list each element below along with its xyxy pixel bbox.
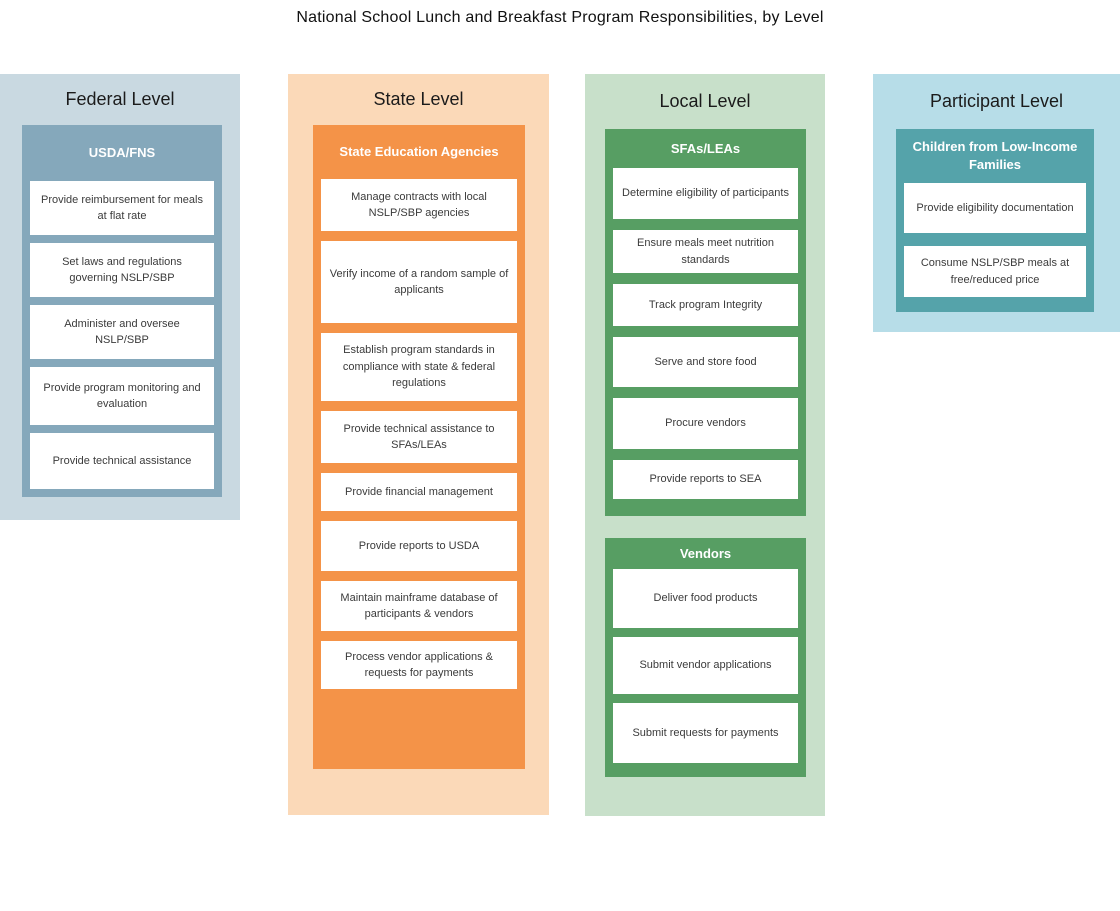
responsibility-item: Track program Integrity — [613, 284, 798, 326]
responsibility-item: Provide technical assistance — [30, 433, 214, 489]
responsibility-item: Ensure meals meet nutrition standards — [613, 230, 798, 273]
panel-title: Local Level — [659, 91, 751, 111]
group-header: State Education Agencies — [339, 144, 499, 160]
responsibility-item: Submit requests for payments — [613, 703, 798, 763]
panel-title: Participant Level — [929, 91, 1064, 111]
responsibility-item: Provide program monitoring and evaluatio… — [30, 367, 214, 425]
responsibility-item: Maintain mainframe database of participa… — [321, 581, 517, 631]
panel-title: State Level — [373, 89, 464, 109]
group-header: SFAs/LEAs — [670, 140, 741, 156]
group-header: Vendors — [679, 545, 732, 561]
responsibility-item: Serve and store food — [613, 337, 798, 387]
responsibility-item: Determine eligibility of participants — [613, 168, 798, 219]
panel-title: Federal Level — [65, 89, 175, 109]
diagram-title: National School Lunch and Breakfast Prog… — [296, 9, 824, 26]
group-header: Children from Low-Income Families — [912, 139, 1078, 172]
responsibility-item: Deliver food products — [613, 569, 798, 628]
responsibility-item: Provide reports to SEA — [613, 460, 798, 499]
group-usda-fns: USDA/FNS Provide reimbursement for meals … — [22, 125, 222, 497]
responsibility-item: Administer and oversee NSLP/SBP — [30, 305, 214, 359]
responsibility-item: Provide reimbursement for meals at flat … — [30, 181, 214, 235]
responsibility-item: Provide financial management — [321, 473, 517, 511]
responsibility-item: Submit vendor applications — [613, 637, 798, 694]
responsibility-item: Establish program standards in complianc… — [321, 333, 517, 401]
responsibility-item: Consume NSLP/SBP meals at free/reduced p… — [904, 246, 1086, 297]
responsibility-item: Process vendor applications & requests f… — [321, 641, 517, 689]
responsibility-item: Manage contracts with local NSLP/SBP age… — [321, 179, 517, 231]
group-header: USDA/FNS — [88, 145, 156, 161]
responsibility-item: Verify income of a random sample of appl… — [321, 241, 517, 323]
responsibility-item: Provide technical assistance to SFAs/LEA… — [321, 411, 517, 463]
responsibility-item: Set laws and regulations governing NSLP/… — [30, 243, 214, 297]
responsibility-item: Provide reports to USDA — [321, 521, 517, 571]
responsibility-item: Provide eligibility documentation — [904, 183, 1086, 233]
responsibility-item: Procure vendors — [613, 398, 798, 449]
